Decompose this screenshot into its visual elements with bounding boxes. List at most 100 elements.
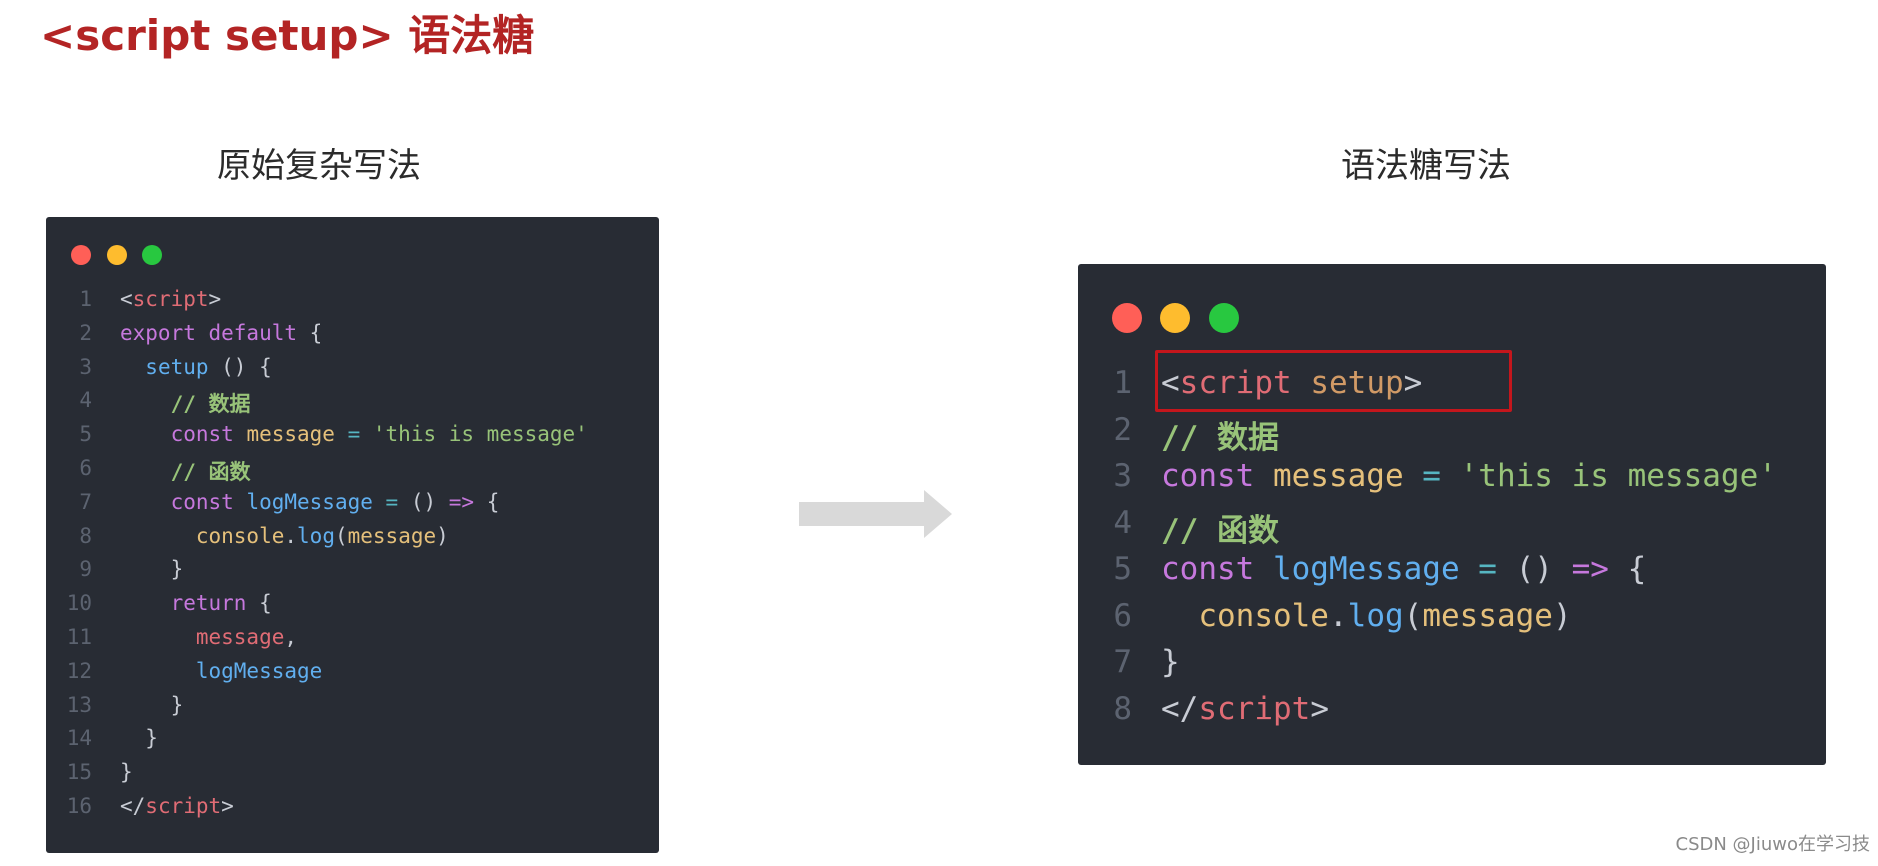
line-number: 4 bbox=[79, 388, 92, 413]
code-token: ) bbox=[436, 523, 449, 548]
code-token: log bbox=[1347, 597, 1404, 634]
code-token: logMessage bbox=[195, 658, 323, 683]
code-line: 5 const message = 'this is message' bbox=[56, 422, 652, 456]
code-text: const logMessage = () => { bbox=[120, 489, 500, 514]
code-text: const logMessage = () => { bbox=[1161, 551, 1646, 587]
code-token: } bbox=[120, 692, 184, 717]
left-heading: 原始复杂写法 bbox=[217, 146, 421, 186]
code-token: logMessage bbox=[246, 489, 373, 514]
code-token: > bbox=[208, 287, 222, 311]
line-number: 7 bbox=[79, 489, 92, 514]
code-token: const bbox=[170, 489, 247, 514]
code-token: = bbox=[1459, 551, 1516, 587]
code-text: const message = 'this is message' bbox=[1161, 458, 1777, 494]
line-number: 11 bbox=[66, 625, 92, 649]
code-line: 3 setup () { bbox=[56, 355, 652, 389]
watermark: CSDN @Jiuwo在学习技 bbox=[1675, 834, 1871, 855]
code-token: } bbox=[120, 760, 133, 785]
code-token: setup bbox=[1310, 365, 1404, 401]
line-number: 16 bbox=[66, 794, 92, 818]
code-text: // 数据 bbox=[120, 388, 251, 418]
code-token: . bbox=[1328, 597, 1348, 634]
code-token bbox=[1161, 598, 1198, 634]
maximize-dot-icon bbox=[1209, 303, 1239, 333]
code-text: // 函数 bbox=[120, 456, 251, 486]
line-number: 10 bbox=[66, 591, 92, 616]
code-text: } bbox=[1161, 644, 1180, 680]
line-number: 15 bbox=[66, 760, 92, 785]
code-token: { bbox=[474, 489, 500, 514]
code-line: 9 } bbox=[56, 557, 652, 591]
code-token: // 函数 bbox=[170, 460, 251, 484]
code-token: </ bbox=[120, 794, 146, 818]
code-text: logMessage bbox=[120, 659, 322, 683]
line-number: 8 bbox=[79, 523, 92, 548]
right-heading: 语法糖写法 bbox=[1341, 146, 1511, 186]
code-token: () bbox=[410, 489, 449, 514]
code-token: logMessage bbox=[1272, 551, 1460, 587]
code-text: message, bbox=[120, 625, 297, 649]
code-token bbox=[120, 490, 171, 514]
code-token: setup bbox=[145, 354, 209, 379]
code-token: export default bbox=[120, 320, 310, 345]
code-token: } bbox=[120, 557, 184, 582]
line-number: 5 bbox=[1113, 551, 1132, 587]
code-line: 14 } bbox=[56, 726, 652, 760]
code-token bbox=[120, 355, 145, 379]
code-line: 5 const logMessage = () => { bbox=[1088, 551, 1818, 598]
code-token: message bbox=[195, 625, 285, 649]
line-number: 2 bbox=[79, 320, 92, 345]
code-line: 6 console.log(message) bbox=[1088, 598, 1818, 645]
code-token: script bbox=[132, 287, 209, 311]
close-dot-icon bbox=[71, 245, 91, 265]
code-line: 4 // 数据 bbox=[56, 388, 652, 422]
code-line: 4// 函数 bbox=[1088, 505, 1818, 552]
code-token: > bbox=[221, 794, 234, 818]
code-token: script bbox=[145, 794, 222, 818]
code-line: 16 </script> bbox=[56, 794, 652, 828]
code-token: // 数据 bbox=[1161, 419, 1279, 456]
line-number: 9 bbox=[79, 557, 92, 582]
code-text: console.log(message) bbox=[120, 524, 449, 548]
code-token: return bbox=[170, 591, 260, 616]
line-number: 6 bbox=[1113, 597, 1132, 634]
code-token: = bbox=[1403, 458, 1460, 494]
code-token: = bbox=[334, 422, 373, 447]
line-number: 2 bbox=[1113, 411, 1132, 448]
line-number: 1 bbox=[79, 287, 92, 311]
code-token: message bbox=[1272, 458, 1404, 494]
code-text: } bbox=[120, 726, 158, 750]
line-number: 5 bbox=[79, 422, 92, 447]
close-dot-icon bbox=[1112, 303, 1142, 333]
code-token: () { bbox=[208, 354, 272, 379]
script-setup-highlight bbox=[1155, 350, 1512, 412]
right-arrow-icon bbox=[799, 490, 952, 538]
code-text: setup () { bbox=[120, 354, 272, 379]
code-token bbox=[120, 659, 196, 683]
code-line: 2 export default { bbox=[56, 321, 652, 355]
line-number: 6 bbox=[79, 456, 92, 480]
code-line: 7 const logMessage = () => { bbox=[56, 490, 652, 524]
code-token: </ bbox=[1161, 690, 1199, 727]
code-token: > bbox=[1310, 690, 1329, 727]
code-token: { bbox=[309, 320, 323, 345]
code-token: > bbox=[1403, 365, 1423, 401]
code-token: script bbox=[1179, 365, 1311, 401]
code-text: export default { bbox=[120, 321, 322, 345]
code-token: const bbox=[170, 422, 247, 447]
code-token: => bbox=[1571, 551, 1609, 587]
code-token: ) bbox=[1552, 597, 1572, 634]
code-token: } bbox=[120, 726, 158, 751]
code-line: 15} bbox=[56, 760, 652, 794]
code-text: } bbox=[120, 692, 184, 717]
code-token: console bbox=[1198, 597, 1329, 634]
code-text: return { bbox=[120, 591, 272, 615]
code-token: const bbox=[1161, 551, 1273, 587]
line-number: 14 bbox=[66, 726, 92, 751]
code-token: ( bbox=[1403, 597, 1423, 634]
code-token bbox=[120, 422, 171, 446]
code-token: , bbox=[284, 625, 298, 649]
code-token: => bbox=[448, 489, 475, 514]
